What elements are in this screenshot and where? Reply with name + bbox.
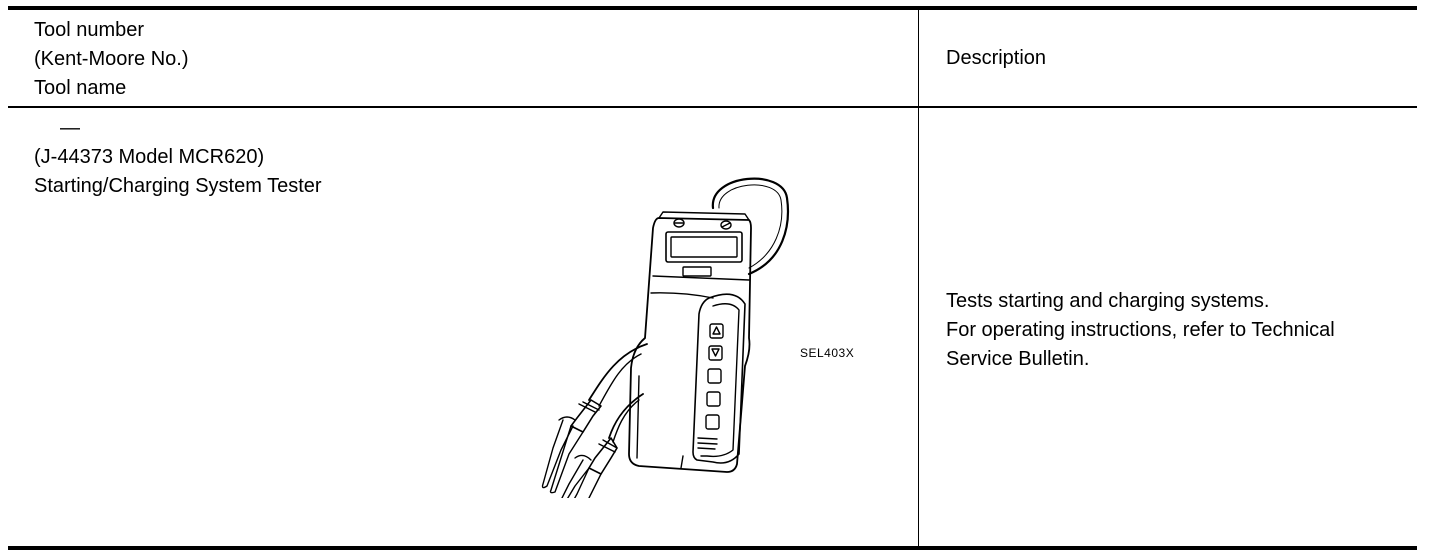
header-tool-column: Tool number (Kent-Moore No.) Tool name [34, 16, 189, 103]
header-kent-moore: (Kent-Moore No.) [34, 48, 189, 70]
table-header-row: Tool number (Kent-Moore No.) Tool name D… [8, 10, 1417, 108]
column-divider [918, 10, 919, 546]
header-tool-name: Tool name [34, 77, 127, 99]
tool-number: — [60, 117, 80, 139]
kent-moore-number: (J-44373 Model MCR620) [34, 146, 265, 168]
tester-illustration [541, 177, 789, 498]
tool-name: Starting/Charging System Tester [34, 175, 322, 197]
header-description: Description [946, 47, 1047, 69]
tool-info-cell: — (J-44373 Model MCR620) Starting/Chargi… [34, 114, 322, 201]
figure-code: SEL403X [800, 346, 855, 360]
description-line-3: Service Bulletin. [946, 348, 1090, 370]
description-line-1: Tests starting and charging systems. [946, 290, 1270, 312]
description-line-2: For operating instructions, refer to Tec… [946, 319, 1335, 341]
table-row: — (J-44373 Model MCR620) Starting/Chargi… [8, 108, 1417, 546]
tool-description: Tests starting and charging systems. For… [946, 287, 1406, 374]
tool-table: Tool number (Kent-Moore No.) Tool name D… [8, 6, 1417, 550]
header-tool-number: Tool number [34, 19, 145, 41]
